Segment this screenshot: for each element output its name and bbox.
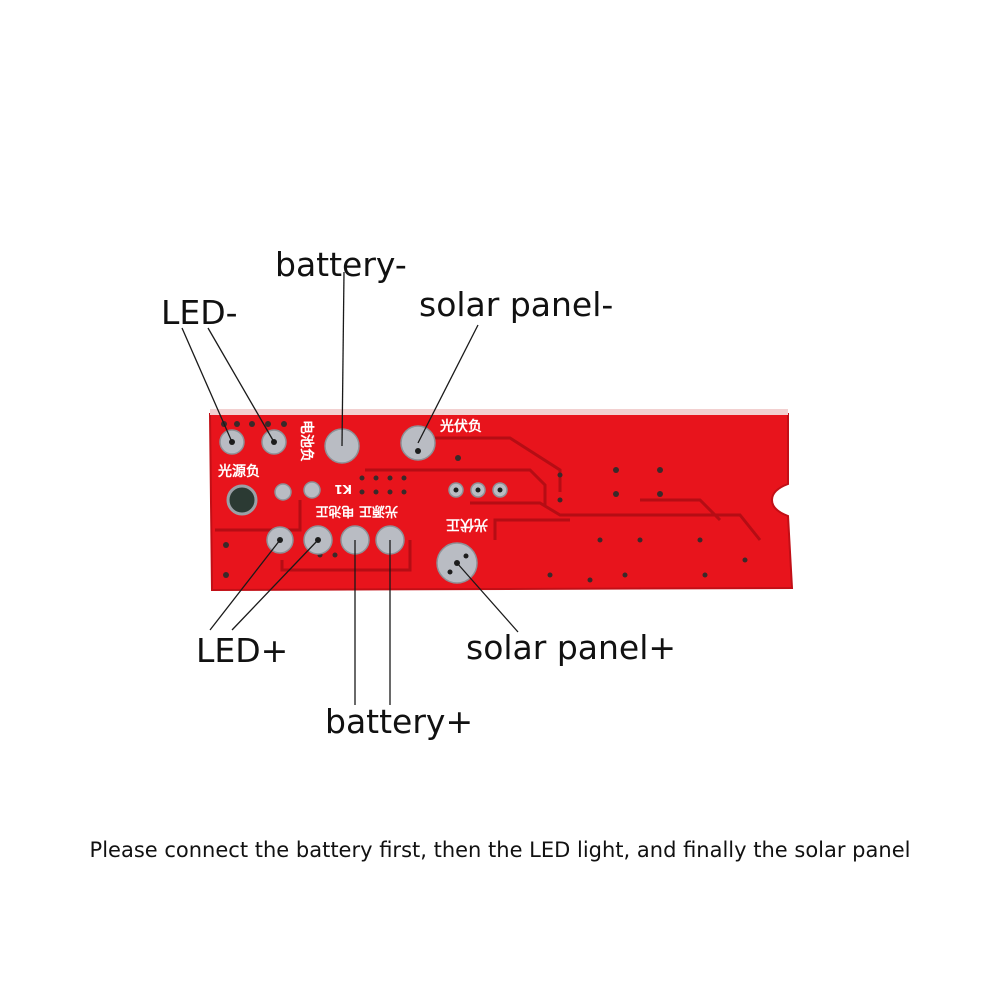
silk-light-neg: 光源负	[217, 463, 260, 480]
label-battery-positive: battery+	[325, 702, 474, 741]
label-solar-panel-negative: solar panel-	[419, 285, 614, 324]
label-led-positive: LED+	[196, 631, 289, 670]
silk-light-battery-pos: 光源正 电池正	[315, 503, 399, 519]
mounting-hole	[226, 484, 258, 516]
silk-pv-pos: 光伏正	[446, 516, 489, 533]
label-solar-panel-positive: solar panel+	[466, 628, 677, 667]
label-led-negative: LED-	[161, 293, 238, 332]
connection-order-note: Please connect the battery first, then t…	[89, 838, 911, 862]
silk-pv-neg: 光伏负	[439, 418, 482, 435]
leader-lines	[181, 271, 519, 705]
silk-battery-neg: 电池负	[298, 420, 315, 462]
label-battery-negative: battery-	[275, 245, 407, 284]
board-edge	[210, 409, 788, 415]
pcb-traces	[215, 436, 762, 572]
silk-k1: K1	[334, 482, 352, 496]
